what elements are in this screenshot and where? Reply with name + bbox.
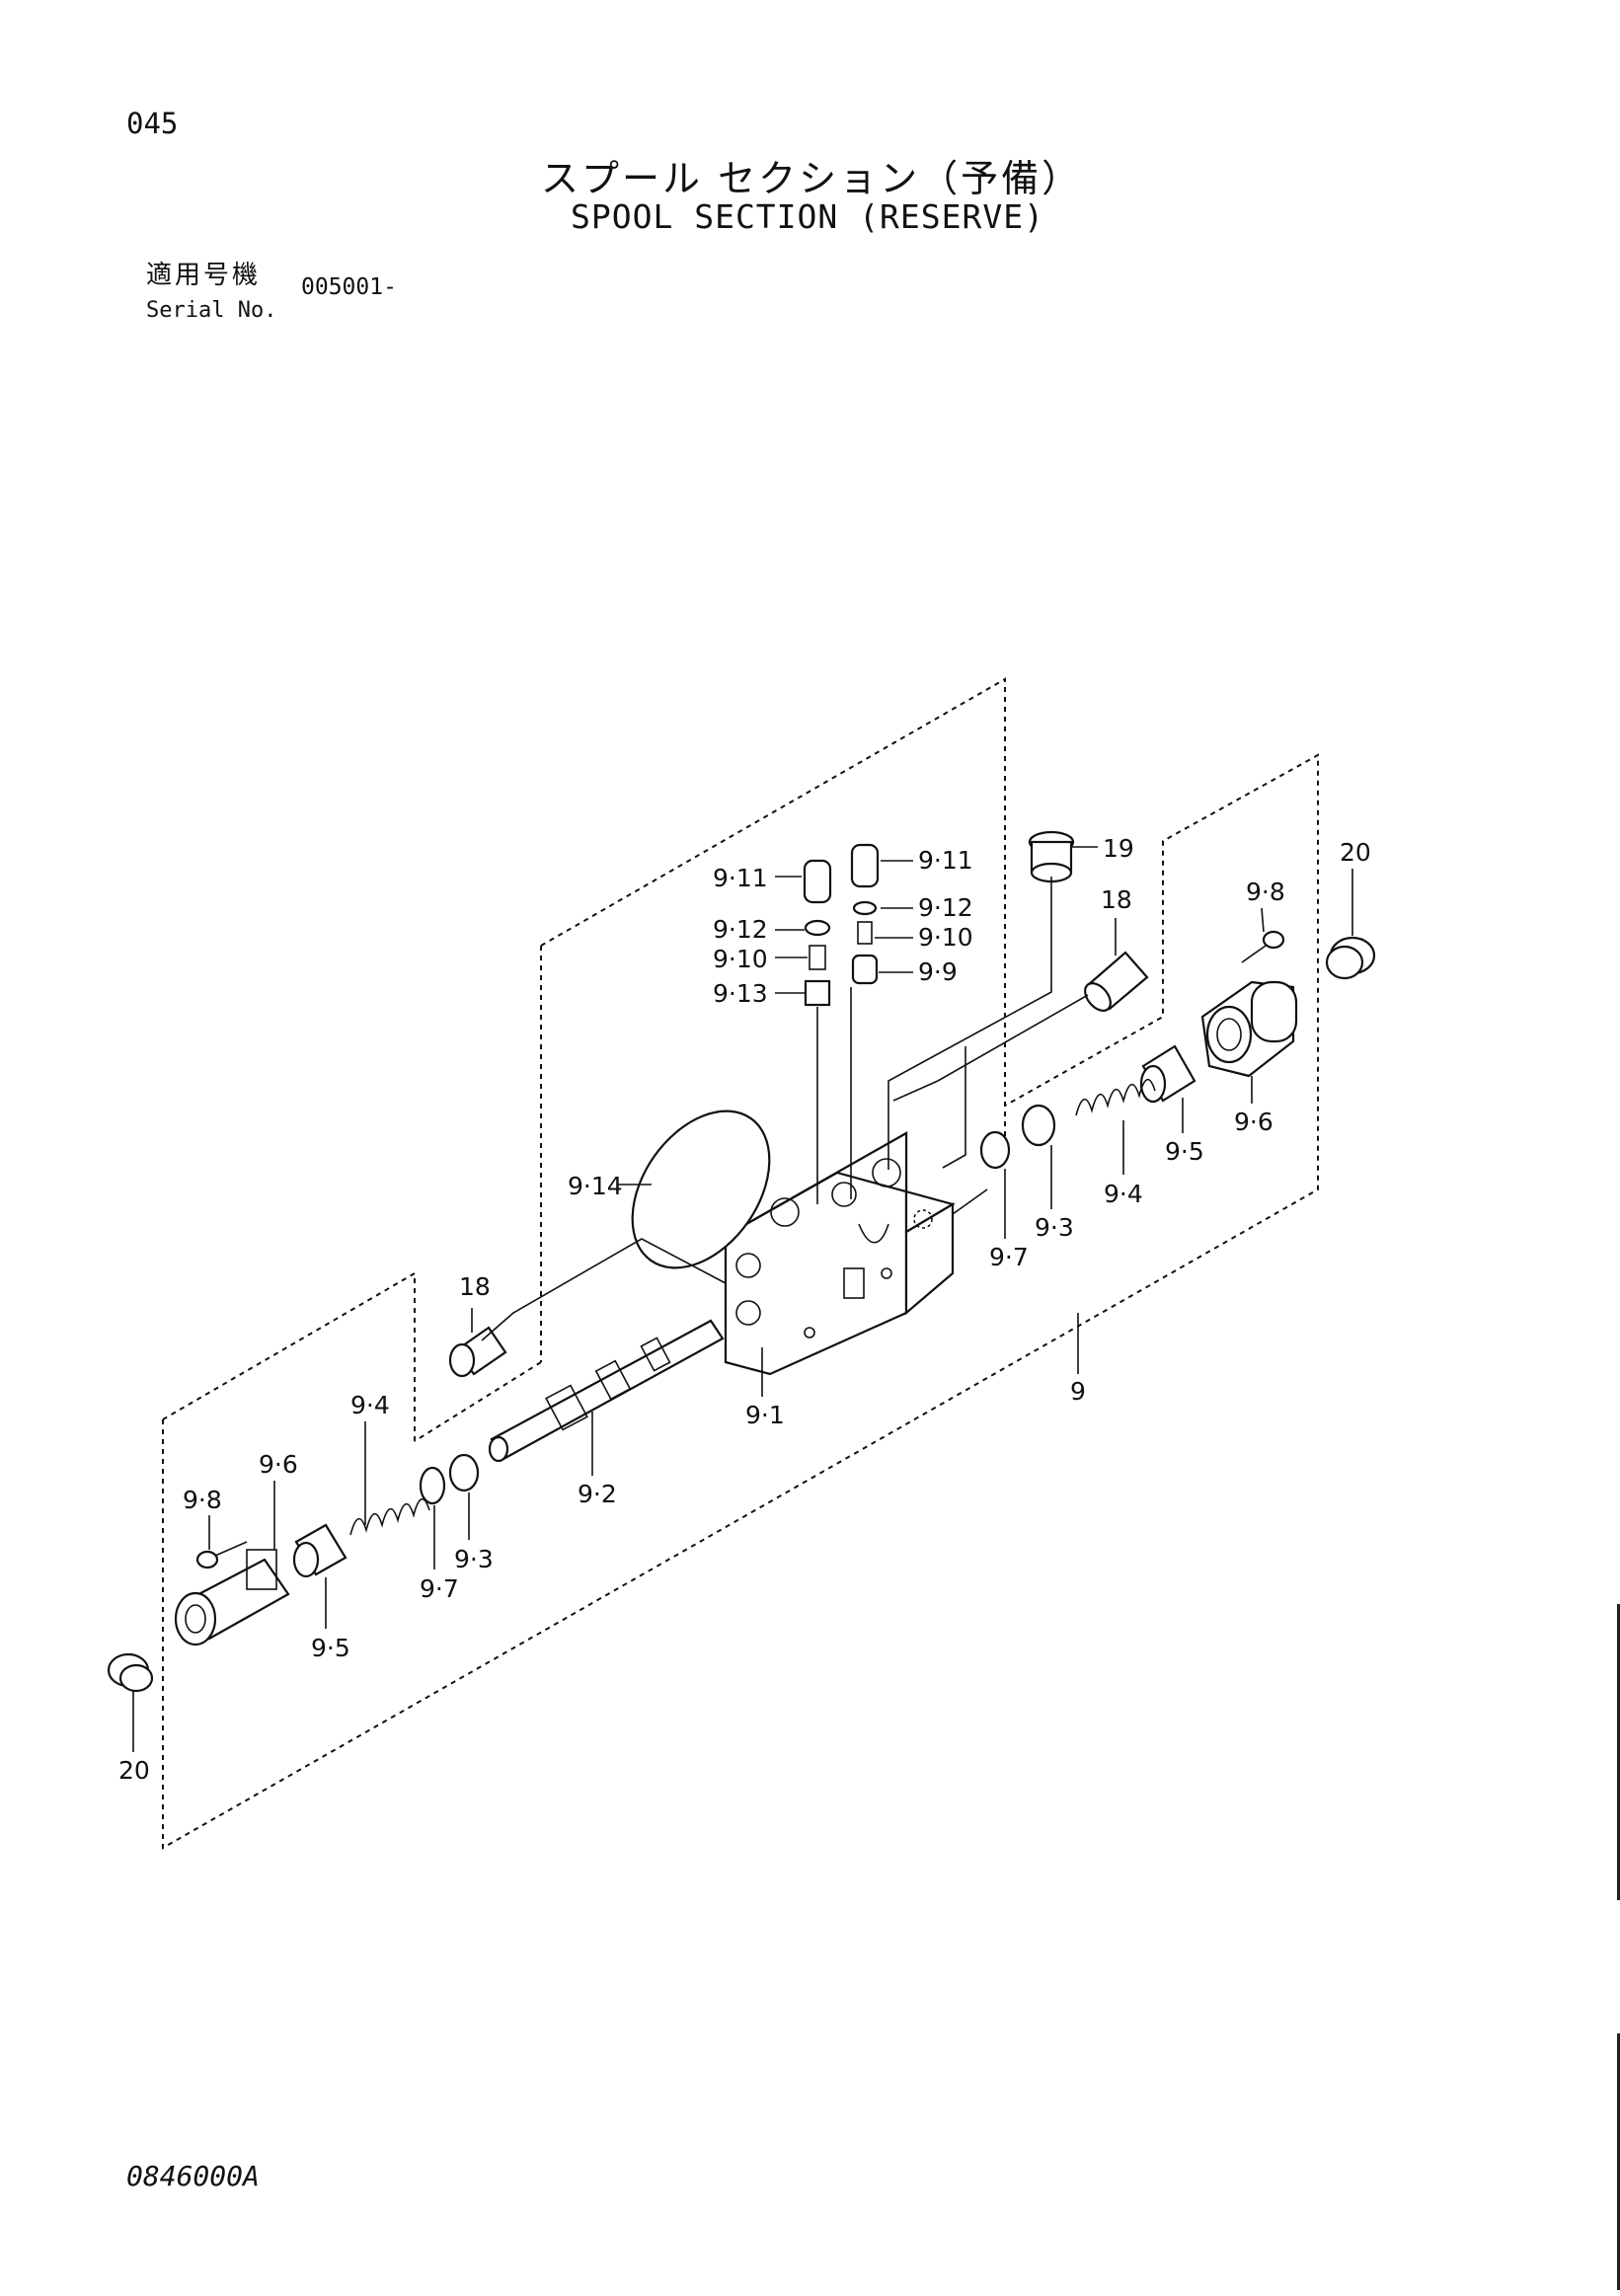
callout-9-3-lower: 9·3 <box>454 1545 494 1573</box>
callout-9-13: 9·13 <box>713 979 768 1008</box>
callout-9-14: 9·14 <box>568 1172 623 1200</box>
cap-upper-part <box>1325 936 1376 980</box>
callout-9-3-upper: 9·3 <box>1035 1213 1074 1242</box>
o-ring-large-part <box>631 1110 771 1269</box>
assembly-boundary-upper <box>162 677 1006 1442</box>
callout-9-9: 9·9 <box>918 957 958 986</box>
seat-lower-part <box>448 1453 480 1492</box>
callout-20-upper: 20 <box>1340 838 1371 867</box>
callout-9-10-left: 9·10 <box>713 945 768 973</box>
spool-part <box>488 1319 725 1463</box>
cover-lower-part <box>174 1549 290 1646</box>
serial-label-japanese: 適用号機 <box>146 261 262 290</box>
seat-upper-part <box>1021 1104 1056 1147</box>
page-title-english: SPOOL SECTION (RESERVE) <box>571 197 1044 236</box>
sleeve-upper-part <box>1139 1044 1196 1104</box>
o-ring-small-upper-part <box>979 1130 1011 1170</box>
serial-label-english: Serial No. <box>146 298 277 323</box>
assembly-boundary-lower <box>162 753 1319 1850</box>
spring-upper-part <box>1075 1078 1156 1116</box>
callout-9-8-lower: 9·8 <box>183 1486 222 1514</box>
callout-20-lower: 20 <box>118 1756 150 1785</box>
cap-lower-part <box>107 1652 154 1693</box>
callout-9-6-upper: 9·6 <box>1234 1108 1273 1136</box>
callout-9-12-left: 9·12 <box>713 915 768 944</box>
callout-9-12-right: 9·12 <box>918 893 973 922</box>
callout-9-6-lower: 9·6 <box>259 1450 298 1479</box>
fitting-lower-part <box>448 1326 507 1378</box>
callout-9-11-right: 9·11 <box>918 846 973 875</box>
callout-9-2: 9·2 <box>578 1480 617 1508</box>
plug-top-part <box>1028 830 1075 883</box>
page-title-japanese: スプール セクション（予備） <box>541 157 1083 200</box>
bolt-lower-part <box>195 1541 248 1569</box>
callout-9-4-lower: 9·4 <box>350 1391 390 1419</box>
bolt-upper-part <box>1241 930 1285 963</box>
callout-9-5-upper: 9·5 <box>1165 1137 1204 1166</box>
callout-labels: 9·11 9·12 9·10 9·13 9·11 9·12 9·10 9·9 1… <box>118 834 1371 1785</box>
callout-9-7-upper: 9·7 <box>989 1243 1029 1271</box>
top-cartridge-left <box>803 859 832 1007</box>
callout-9-8-upper: 9·8 <box>1246 878 1285 906</box>
drawing-code: 0846000A <box>126 2160 260 2192</box>
leader-lines <box>132 846 1353 1752</box>
spring-lower-part <box>349 1497 430 1536</box>
callout-9: 9 <box>1070 1377 1086 1406</box>
scan-edge-mark-lower <box>1617 2033 1620 2290</box>
callout-9-5-lower: 9·5 <box>311 1634 350 1662</box>
valve-block-part <box>724 1131 956 1376</box>
scan-edge-mark-upper <box>1617 1604 1620 1900</box>
callout-18-lower: 18 <box>459 1272 491 1301</box>
callout-9-7-lower: 9·7 <box>420 1574 459 1603</box>
callout-9-11-left: 9·11 <box>713 864 768 892</box>
callout-9-4-upper: 9·4 <box>1104 1180 1143 1208</box>
top-cartridge-right <box>850 843 880 985</box>
cover-upper-part <box>1200 980 1298 1078</box>
callout-9-10-right: 9·10 <box>918 923 973 952</box>
callout-9-1: 9·1 <box>745 1401 785 1429</box>
callout-18-upper: 18 <box>1101 885 1132 914</box>
sleeve-lower-part <box>292 1523 347 1578</box>
fitting-upper-part <box>1084 951 1149 1012</box>
callout-19: 19 <box>1103 834 1134 863</box>
o-ring-small-lower-part <box>419 1466 446 1505</box>
page-number: 045 <box>126 107 179 140</box>
serial-number-value: 005001- <box>301 274 397 300</box>
